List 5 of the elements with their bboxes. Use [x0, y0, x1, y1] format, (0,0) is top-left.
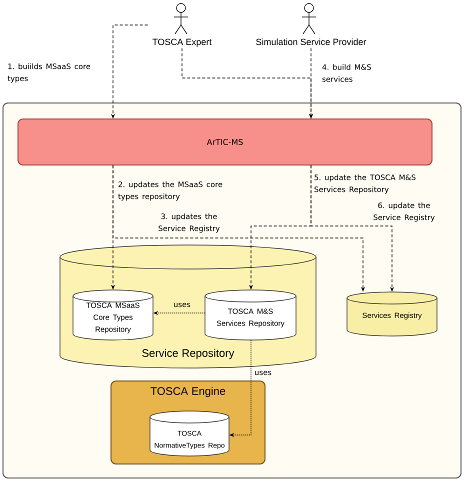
actor-figure: TOSCA Expert — [152, 3, 212, 47]
node-label: Simulation Service Provider — [256, 38, 366, 46]
node-label: TOSCA Expert — [152, 38, 212, 47]
component-bar: ArTIC-MS — [18, 118, 432, 166]
actor-figure: Simulation Service Provider — [256, 3, 366, 46]
